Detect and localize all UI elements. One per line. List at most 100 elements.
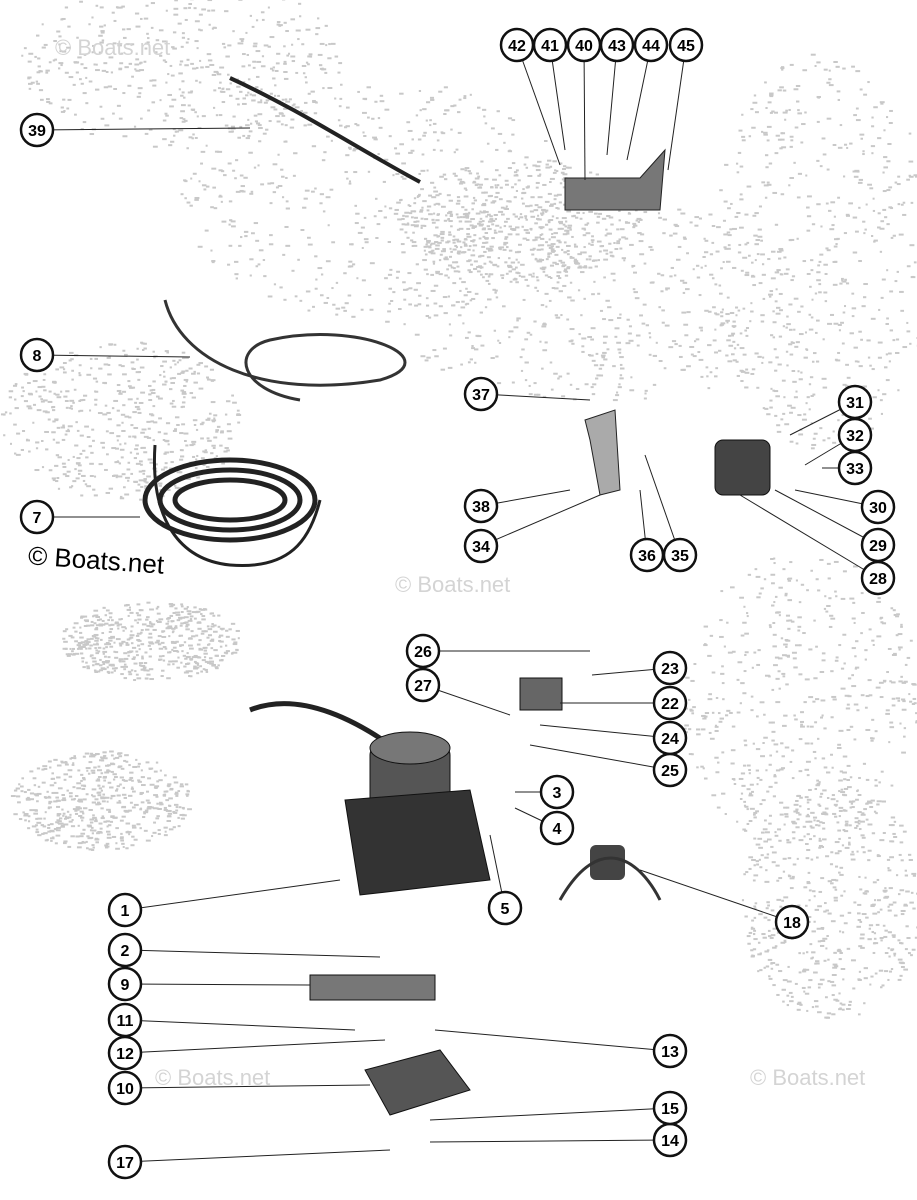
speckle-dot — [460, 246, 463, 249]
speckle-dot — [77, 56, 82, 59]
speckle-dot — [714, 283, 718, 286]
speckle-dot — [883, 129, 886, 132]
speckle-dot — [90, 451, 94, 454]
speckle-dot — [203, 451, 208, 454]
speckle-dot — [148, 393, 152, 396]
speckle-dot — [121, 5, 125, 8]
speckle-dot — [744, 829, 748, 832]
speckle-dot — [817, 737, 820, 740]
speckle-dot — [737, 309, 741, 312]
speckle-dot — [192, 172, 197, 175]
speckle-dot — [731, 332, 736, 335]
speckle-dot — [116, 439, 119, 442]
speckle-dot — [211, 261, 215, 264]
speckle-dot — [595, 377, 599, 380]
speckle-dot — [765, 166, 769, 169]
speckle-dot — [307, 55, 312, 58]
speckle-dot — [28, 450, 31, 453]
speckle-dot — [323, 301, 328, 304]
speckle-dot — [800, 371, 803, 374]
speckle-dot — [116, 389, 122, 392]
speckle-dot — [27, 392, 33, 395]
speckle-dot — [32, 380, 38, 383]
speckle-dot — [550, 245, 554, 248]
speckle-dot — [777, 89, 782, 92]
speckle-dot — [878, 681, 884, 684]
speckle-dot — [605, 299, 610, 302]
speckle-dot — [567, 296, 572, 299]
speckle-dot — [428, 246, 432, 249]
speckle-dot — [307, 123, 313, 126]
speckle-dot — [410, 210, 416, 213]
speckle-dot — [67, 25, 71, 28]
speckle-dot — [869, 187, 874, 190]
speckle-dot — [79, 434, 84, 437]
speckle-dot — [542, 323, 547, 326]
speckle-dot — [707, 698, 713, 701]
speckle-dot — [808, 820, 813, 823]
speckle-dot — [193, 381, 198, 384]
speckle-dot — [106, 825, 109, 828]
speckle-dot — [8, 396, 13, 399]
speckle-dot — [775, 312, 781, 315]
speckle-dot — [174, 363, 177, 366]
speckle-dot — [703, 715, 708, 718]
speckle-dot — [790, 139, 794, 142]
speckle-dot — [83, 53, 87, 56]
speckle-dot — [119, 776, 124, 779]
speckle-dot — [768, 721, 773, 724]
speckle-dot — [85, 102, 89, 105]
speckle-dot — [877, 356, 882, 359]
speckle-dot — [139, 366, 145, 369]
speckle-dot — [191, 137, 194, 140]
speckle-dot — [695, 264, 700, 267]
speckle-dot — [113, 399, 119, 402]
speckle-dot — [79, 0, 83, 3]
speckle-dot — [838, 729, 844, 732]
speckle-dot — [177, 22, 182, 25]
speckle-dot — [150, 420, 155, 423]
speckle-dot — [166, 351, 169, 354]
speckle-dot — [145, 481, 149, 484]
speckle-dot — [562, 233, 568, 236]
speckle-dot — [900, 623, 903, 626]
speckle-dot — [678, 344, 682, 347]
speckle-dot — [853, 114, 857, 117]
speckle-dot — [54, 58, 58, 61]
speckle-dot — [581, 345, 585, 348]
speckle-dot — [113, 343, 117, 346]
speckle-dot — [438, 273, 443, 276]
speckle-dot — [843, 175, 846, 178]
speckle-dot — [190, 90, 194, 93]
speckle-dot — [757, 355, 762, 358]
speckle-dot — [885, 709, 890, 712]
speckle-dot — [521, 202, 525, 205]
speckle-dot — [772, 795, 776, 798]
speckle-dot — [547, 192, 552, 195]
speckle-dot — [469, 224, 474, 227]
speckle-dot — [345, 125, 350, 128]
speckle-dot — [162, 383, 167, 386]
speckle-dot — [82, 778, 86, 781]
speckle-dot — [32, 403, 37, 406]
speckle-dot — [455, 301, 460, 304]
speckle-dot — [267, 45, 271, 48]
speckle-dot — [148, 384, 152, 387]
speckle-dot — [879, 696, 884, 699]
speckle-dot — [201, 184, 207, 187]
speckle-dot — [889, 109, 893, 112]
speckle-dot — [48, 802, 52, 805]
speckle-dot — [534, 236, 539, 239]
speckle-dot — [255, 19, 259, 22]
speckle-dot — [118, 117, 123, 120]
speckle-dot — [817, 824, 821, 827]
speckle-dot — [484, 237, 489, 240]
speckle-dot — [739, 702, 742, 705]
speckle-dot — [762, 828, 768, 831]
speckle-dot — [52, 409, 56, 412]
speckle-dot — [221, 42, 226, 45]
speckle-dot — [617, 386, 622, 389]
speckle-dot — [103, 363, 109, 366]
speckle-dot — [795, 442, 799, 445]
speckle-dot — [361, 246, 364, 249]
